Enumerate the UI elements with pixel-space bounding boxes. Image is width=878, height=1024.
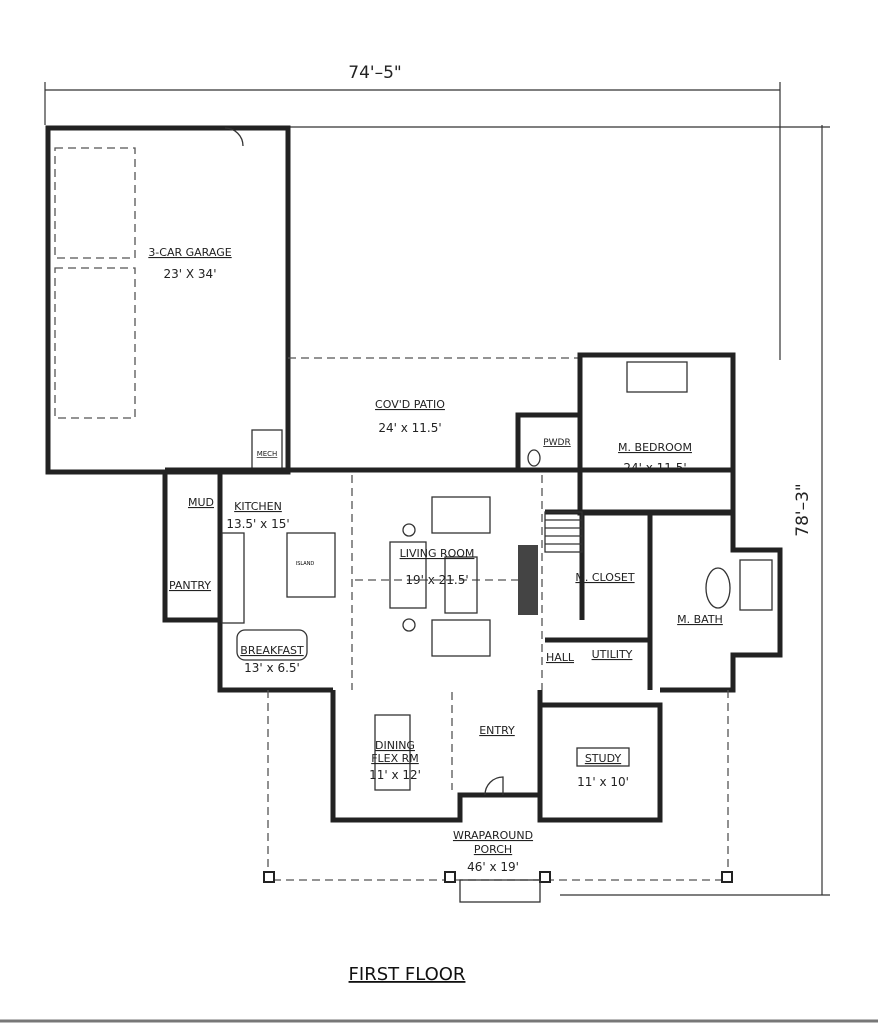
study: STUDY 11' x 10' bbox=[576, 747, 630, 789]
garage-label: 3-CAR GARAGE bbox=[148, 246, 231, 259]
study-label: STUDY bbox=[585, 752, 622, 765]
main-house: ISLAND MUD PANTRY KITCHEN 13.5' x 15' LI… bbox=[162, 467, 783, 693]
covered-patio: COV'D PATIO 24' x 11.5' bbox=[288, 357, 580, 435]
patio-size: 24' x 11.5' bbox=[378, 421, 441, 435]
patio-label: COV'D PATIO bbox=[375, 398, 445, 411]
mech-label: MECH bbox=[257, 450, 278, 458]
breakfast-size: 13' x 6.5' bbox=[244, 661, 300, 675]
depth-label: 78'–3" bbox=[793, 483, 813, 536]
utility-label: UTILITY bbox=[592, 648, 633, 661]
porch-label-1: WRAPAROUND bbox=[453, 829, 533, 842]
garage-size: 23' X 34' bbox=[164, 267, 217, 281]
pwdr-label: PWDR bbox=[543, 438, 571, 448]
width-dimension: 74'–5" bbox=[44, 63, 781, 360]
powder-room: PWDR bbox=[515, 412, 583, 473]
plan-title: FIRST FLOOR bbox=[349, 964, 466, 985]
stairs bbox=[544, 511, 583, 553]
study-size: 11' x 10' bbox=[577, 775, 629, 789]
depth-dimension: 78'–3" bbox=[290, 125, 830, 896]
closet-label: M. CLOSET bbox=[575, 571, 634, 584]
dining-size: 11' x 12' bbox=[369, 768, 421, 782]
living-label: LIVING ROOM bbox=[400, 547, 475, 560]
garage: 3-CAR GARAGE 23' X 34' MECH bbox=[45, 125, 291, 475]
kitchen-label: KITCHEN bbox=[234, 500, 282, 513]
mud-label: MUD bbox=[188, 496, 214, 509]
porch-label-2: PORCH bbox=[474, 843, 512, 856]
dining-flex-room: DINING FLEX RM 11' x 12' bbox=[330, 690, 663, 823]
porch-size: 46' x 19' bbox=[467, 860, 519, 874]
living-size: 19' x 21.5' bbox=[405, 573, 468, 587]
entry-label: ENTRY bbox=[479, 724, 515, 737]
width-label: 74'–5" bbox=[348, 63, 401, 83]
breakfast-label: BREAKFAST bbox=[240, 644, 304, 657]
entry: ENTRY bbox=[479, 724, 515, 796]
master-bedroom: M. BEDROOM 24' x 11.5' bbox=[577, 352, 736, 516]
pantry-label: PANTRY bbox=[169, 579, 211, 592]
island-label: ISLAND bbox=[296, 561, 315, 567]
wraparound-porch: WRAPAROUND PORCH 46' x 19' bbox=[263, 690, 733, 903]
bath-label: M. BATH bbox=[677, 613, 723, 626]
kitchen-size: 13.5' x 15' bbox=[226, 517, 289, 531]
dining-label-2: FLEX RM bbox=[371, 752, 419, 765]
dining-label-1: DINING bbox=[375, 739, 415, 752]
bedroom-label: M. BEDROOM bbox=[618, 441, 692, 454]
hall-label: HALL bbox=[546, 651, 575, 664]
